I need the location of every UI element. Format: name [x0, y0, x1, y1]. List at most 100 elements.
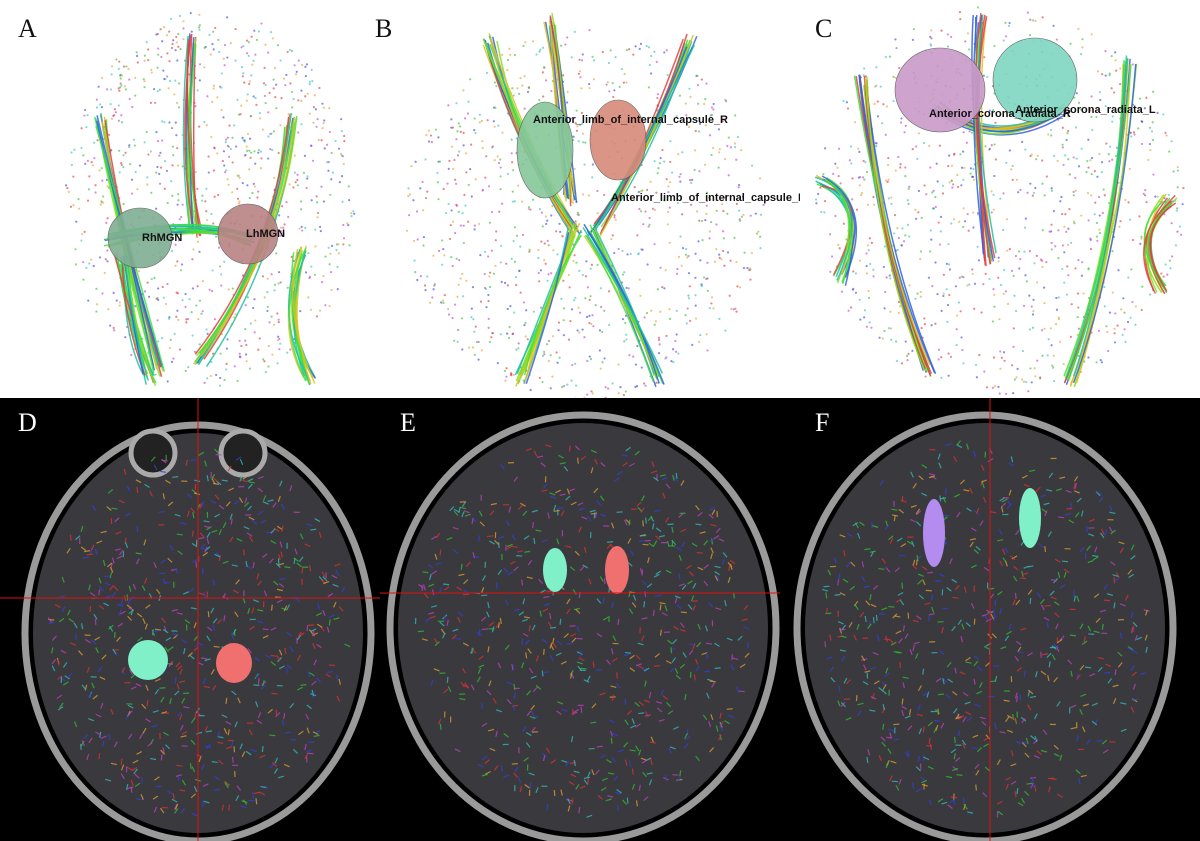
tensor-glyph [116, 636, 121, 642]
tensor-glyph [919, 290, 922, 294]
tensor-glyph [198, 592, 205, 596]
tensor-glyph [254, 162, 257, 165]
tensor-glyph [659, 604, 662, 611]
tensor-glyph [262, 679, 265, 687]
tensor-glyph [228, 804, 231, 811]
tensor-glyph [917, 132, 920, 135]
tensor-glyph [1062, 363, 1065, 366]
tensor-glyph [236, 98, 239, 101]
tensor-glyph [279, 124, 282, 127]
tensor-glyph [132, 759, 139, 764]
tensor-glyph [306, 727, 310, 734]
tensor-glyph [590, 263, 593, 266]
tensor-glyph [191, 489, 197, 494]
tensor-glyph [893, 232, 896, 235]
tensor-glyph [226, 56, 229, 59]
tensor-glyph [1007, 24, 1011, 28]
tensor-glyph [124, 88, 128, 91]
tensor-glyph [150, 71, 153, 74]
tensor-glyph [674, 350, 678, 353]
tensor-glyph [1056, 701, 1061, 707]
tensor-glyph [263, 66, 266, 69]
tensor-glyph [590, 449, 597, 454]
tensor-glyph [313, 273, 316, 276]
tensor-glyph [543, 350, 546, 353]
tensor-glyph [584, 141, 587, 144]
tensor-glyph [276, 312, 279, 315]
tensor-glyph [283, 605, 288, 612]
tensor-glyph [1003, 699, 1010, 702]
tensor-glyph [593, 487, 599, 494]
tensor-glyph [318, 309, 322, 312]
tensor-glyph [56, 694, 63, 700]
tensor-glyph [885, 276, 888, 279]
tensor-glyph [482, 628, 489, 631]
tensor-glyph [283, 763, 290, 768]
tensor-glyph [1032, 298, 1035, 301]
tensor-glyph [1110, 54, 1113, 58]
tensor-glyph [170, 46, 174, 50]
tensor-glyph [846, 561, 851, 568]
tensor-glyph [665, 483, 671, 489]
tensor-glyph [591, 769, 595, 776]
fiber-streamline [583, 235, 659, 379]
tensor-glyph [222, 57, 225, 60]
tensor-glyph [657, 707, 663, 713]
tensor-glyph [893, 214, 897, 217]
tensor-glyph [1004, 290, 1008, 293]
tensor-glyph [130, 786, 133, 793]
tensor-glyph [962, 362, 965, 365]
tensor-glyph [1012, 274, 1015, 277]
tensor-glyph [512, 94, 515, 97]
tensor-glyph [224, 171, 227, 174]
tensor-glyph [1008, 248, 1011, 251]
tensor-glyph [707, 678, 714, 682]
tensor-glyph [899, 121, 903, 124]
tensor-glyph [173, 808, 179, 814]
tensor-glyph [490, 249, 494, 252]
tensor-glyph [543, 648, 545, 655]
tensor-glyph [930, 238, 933, 241]
tensor-glyph [532, 686, 538, 693]
tensor-glyph [67, 672, 73, 679]
tensor-glyph [304, 271, 308, 274]
tensor-glyph [67, 609, 71, 616]
tensor-glyph [1026, 191, 1029, 194]
tensor-glyph [471, 517, 477, 523]
tensor-glyph [298, 556, 304, 563]
tensor-glyph [1052, 379, 1056, 383]
tensor-glyph [1000, 646, 1007, 650]
tensor-glyph [270, 661, 277, 666]
tensor-glyph [669, 746, 676, 750]
tensor-glyph [999, 730, 1006, 734]
tensor-glyph [98, 605, 105, 610]
tensor-glyph [885, 667, 889, 674]
tensor-glyph [217, 741, 224, 744]
tensor-glyph [477, 763, 484, 768]
tensor-glyph [894, 38, 897, 41]
tensor-glyph [469, 78, 472, 81]
tensor-glyph [994, 121, 997, 124]
tensor-glyph [967, 811, 974, 814]
tensor-glyph [830, 677, 836, 683]
tensor-glyph [520, 502, 526, 507]
tensor-glyph [132, 583, 137, 590]
fiber-streamline [292, 248, 316, 384]
tensor-glyph [136, 798, 143, 801]
tensor-glyph [1045, 175, 1048, 178]
tensor-glyph [1114, 312, 1117, 315]
tensor-glyph [878, 567, 885, 570]
tensor-glyph [975, 507, 980, 514]
tensor-glyph [1020, 627, 1027, 631]
tensor-glyph [1085, 171, 1088, 174]
tensor-glyph [457, 210, 460, 213]
tensor-glyph [278, 554, 281, 561]
tensor-glyph [1176, 207, 1179, 210]
tensor-glyph [262, 495, 267, 502]
tensor-glyph [73, 148, 76, 151]
tensor-glyph [574, 220, 577, 223]
tensor-glyph [205, 546, 211, 552]
tensor-glyph [981, 613, 988, 617]
tensor-glyph [698, 122, 702, 126]
tensor-glyph [211, 100, 214, 103]
